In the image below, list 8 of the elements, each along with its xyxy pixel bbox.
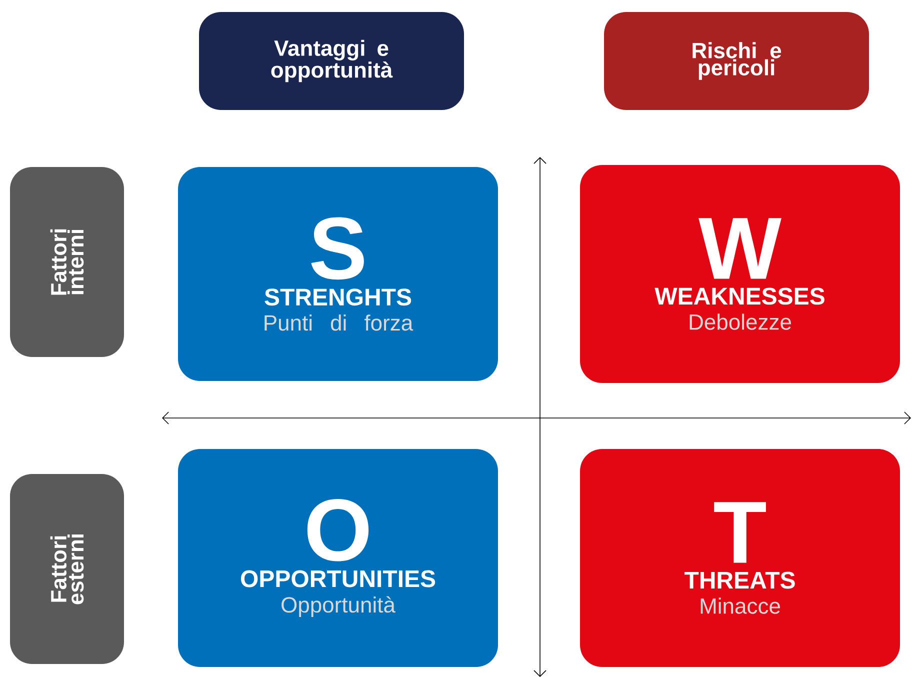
- quadrant-box: W WEAKNESSES Debolezze: [580, 165, 900, 383]
- header-box: Vantaggi e opportunità: [199, 12, 464, 110]
- quadrant-box: S STRENGHTS Punti di forza: [178, 167, 498, 381]
- quadrant-box: T THREATS Minacce: [580, 449, 900, 667]
- side-label-box: Fattori interni: [10, 167, 124, 357]
- side-label-box: Fattori esterni: [10, 474, 124, 664]
- quadrant-box: O OPPORTUNITIES Opportunità: [178, 449, 498, 667]
- header-box: Rischi e pericoli: [604, 12, 870, 110]
